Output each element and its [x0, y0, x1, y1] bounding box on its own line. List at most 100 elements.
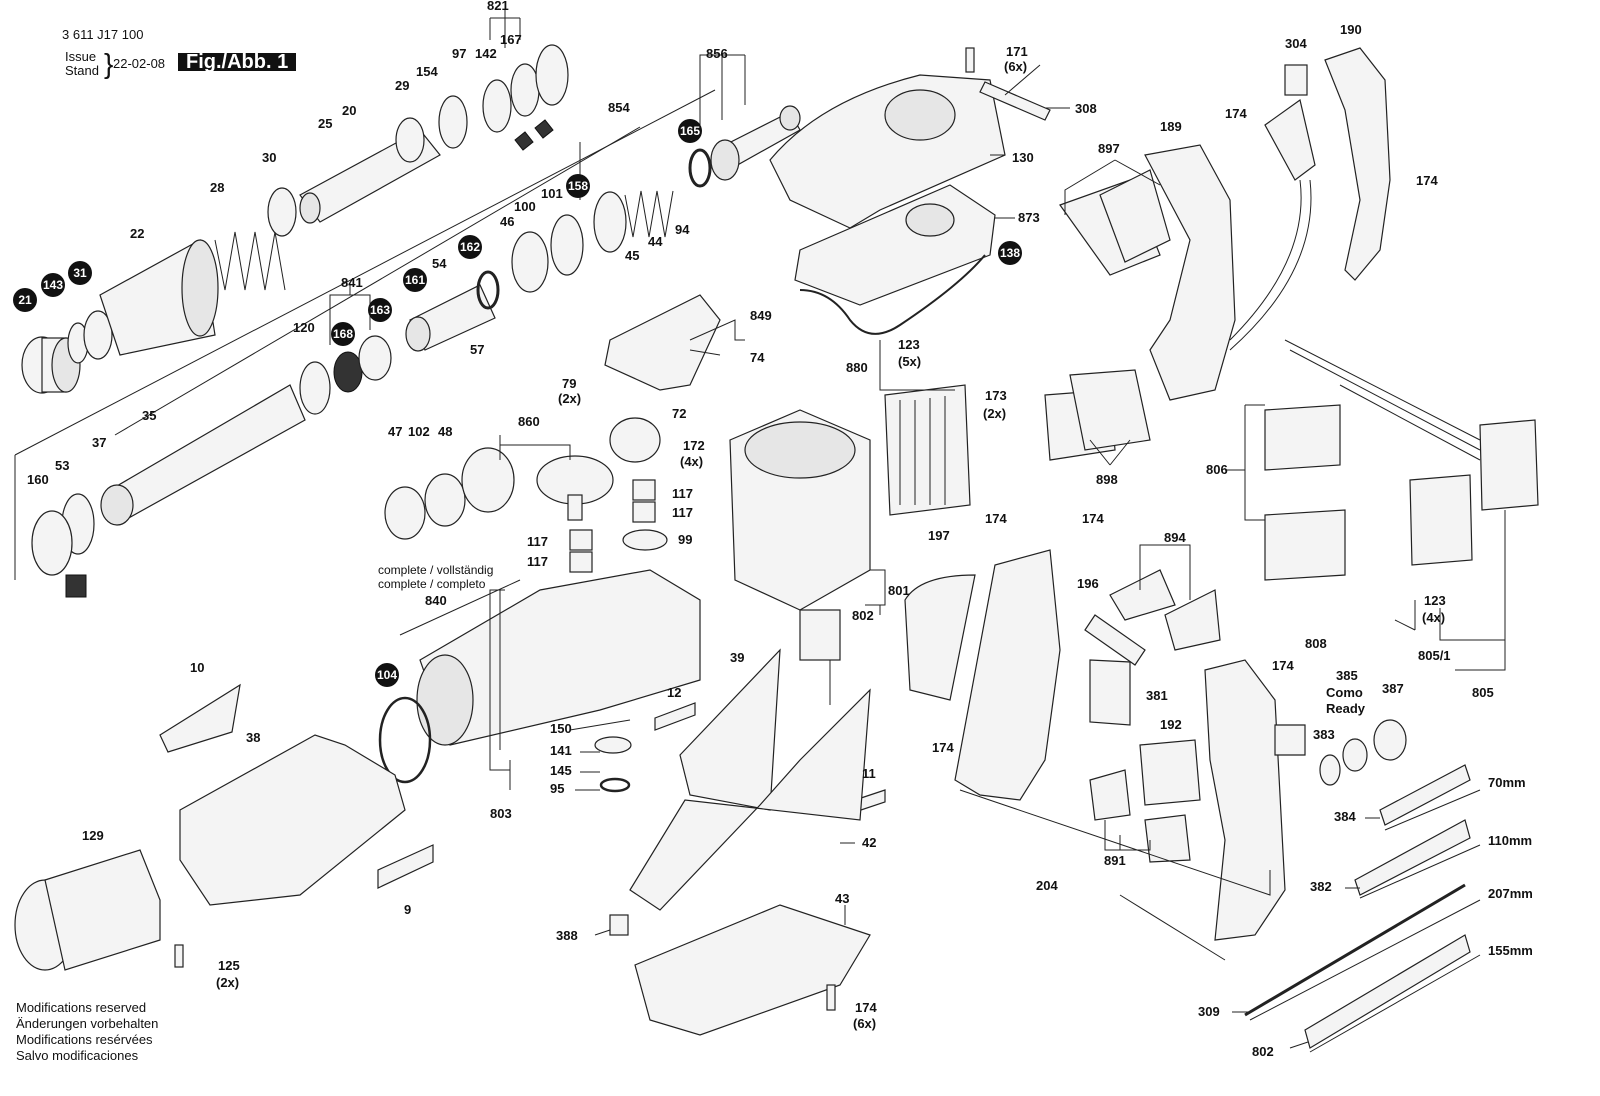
label-99[interactable]: 99	[678, 532, 692, 547]
label-20[interactable]: 20	[342, 103, 356, 118]
badge-165[interactable]: 165	[678, 119, 702, 143]
label-174a[interactable]: 174	[1225, 106, 1247, 121]
label-94[interactable]: 94	[675, 222, 690, 237]
label-840[interactable]: 840	[425, 593, 447, 608]
label-802a[interactable]: 802	[852, 608, 874, 623]
part-160-ring[interactable]	[31, 510, 87, 598]
label-891[interactable]: 891	[1104, 853, 1126, 868]
part-849-bracket[interactable]	[604, 294, 721, 391]
label-110mm[interactable]: 110mm	[1488, 833, 1532, 848]
part-100-guide[interactable]	[511, 231, 549, 293]
label-72[interactable]: 72	[672, 406, 686, 421]
part-125-screw[interactable]	[174, 944, 184, 968]
part-141-bearing-set[interactable]	[594, 736, 632, 793]
part-101-ring[interactable]	[550, 214, 584, 276]
label-384[interactable]: 384	[1334, 809, 1356, 824]
part-42-shroud[interactable]	[629, 688, 871, 911]
part-22-front-housing[interactable]	[99, 239, 219, 356]
part-856-striker[interactable]	[710, 105, 801, 181]
part-821-cap[interactable]	[514, 44, 569, 151]
badge-21[interactable]: 21	[13, 288, 37, 312]
label-10[interactable]: 10	[190, 660, 204, 675]
label-45[interactable]: 45	[625, 248, 639, 263]
part-174-screw-bottom[interactable]	[826, 984, 836, 1011]
label-35[interactable]: 35	[142, 408, 156, 423]
label-102[interactable]: 102	[408, 424, 430, 439]
label-174f[interactable]: 174	[1272, 658, 1294, 673]
part-9-label[interactable]	[377, 844, 434, 889]
part-806-housings[interactable]	[1264, 404, 1346, 581]
label-207mm[interactable]: 207mm	[1488, 886, 1533, 901]
label-123b[interactable]: 123	[1424, 593, 1446, 608]
part-383-385-387-parts[interactable]	[1319, 719, 1407, 786]
part-841-bearing[interactable]	[333, 335, 392, 393]
label-53[interactable]: 53	[55, 458, 69, 473]
label-803[interactable]: 803	[490, 806, 512, 821]
label-309[interactable]: 309	[1198, 1004, 1220, 1019]
label-74[interactable]: 74	[750, 350, 765, 365]
label-48[interactable]: 48	[438, 424, 452, 439]
part-808-label[interactable]	[1274, 724, 1306, 756]
part-381-display[interactable]	[1089, 659, 1131, 726]
badge-143[interactable]: 143	[41, 273, 65, 297]
label-46[interactable]: 46	[500, 214, 514, 229]
label-54[interactable]: 54	[432, 256, 447, 271]
label-125[interactable]: 125	[218, 958, 240, 973]
part-43-base-cover[interactable]	[634, 904, 871, 1036]
part-120-ring[interactable]	[299, 361, 331, 415]
part-142-ring[interactable]	[482, 79, 512, 133]
label-79[interactable]: 79	[562, 376, 576, 391]
label-174d[interactable]: 174	[1082, 511, 1104, 526]
label-11[interactable]: 11	[862, 766, 876, 781]
label-95[interactable]: 95	[550, 781, 564, 796]
label-100[interactable]: 100	[514, 199, 536, 214]
label-174e[interactable]: 174	[932, 740, 954, 755]
label-189[interactable]: 189	[1160, 119, 1182, 134]
label-304[interactable]: 304	[1285, 36, 1307, 51]
part-21-end-cap[interactable]	[21, 336, 81, 394]
label-117d[interactable]: 117	[527, 554, 548, 569]
label-854[interactable]: 854	[608, 100, 630, 115]
label-801[interactable]: 801	[888, 583, 910, 598]
label-860[interactable]: 860	[518, 414, 540, 429]
label-97[interactable]: 97	[452, 46, 466, 61]
label-29[interactable]: 29	[395, 78, 409, 93]
part-880-electronics[interactable]	[884, 384, 971, 516]
label-387[interactable]: 387	[1382, 681, 1404, 696]
part-130-top-cover[interactable]	[769, 74, 1006, 229]
label-12[interactable]: 12	[667, 685, 681, 700]
label-382[interactable]: 382	[1310, 879, 1332, 894]
label-28[interactable]: 28	[210, 180, 224, 195]
label-57[interactable]: 57	[470, 342, 484, 357]
label-805[interactable]: 805	[1472, 685, 1494, 700]
label-385[interactable]: 385	[1336, 668, 1358, 683]
label-873[interactable]: 873	[1018, 210, 1040, 225]
part-38-lower-cover[interactable]	[179, 734, 406, 906]
label-849[interactable]: 849	[750, 308, 772, 323]
label-123[interactable]: 123	[898, 337, 920, 352]
label-897[interactable]: 897	[1098, 141, 1120, 156]
part-12-label[interactable]	[654, 702, 696, 731]
label-117b[interactable]: 117	[672, 505, 693, 520]
part-31-ring[interactable]	[83, 310, 113, 360]
label-30[interactable]: 30	[262, 150, 276, 165]
part-860-gear[interactable]	[536, 455, 614, 521]
part-897-dampers[interactable]	[1059, 169, 1171, 276]
label-117c[interactable]: 117	[527, 534, 548, 549]
label-25[interactable]: 25	[318, 116, 332, 131]
cable-ties[interactable]	[1244, 764, 1471, 1049]
badge-162[interactable]: 162	[458, 235, 482, 259]
label-808[interactable]: 808	[1305, 636, 1327, 651]
part-304-switch[interactable]	[1229, 64, 1316, 351]
label-38[interactable]: 38	[246, 730, 260, 745]
part-802-cable[interactable]	[799, 609, 841, 705]
part-45-sleeve[interactable]	[593, 191, 627, 253]
part-72-gear[interactable]	[609, 417, 661, 463]
label-44[interactable]: 44	[648, 234, 663, 249]
label-120[interactable]: 120	[293, 320, 315, 335]
part-54-piston[interactable]	[405, 284, 496, 352]
part-28-spring[interactable]	[214, 231, 286, 291]
label-880[interactable]: 880	[846, 360, 868, 375]
label-821[interactable]: 821	[487, 0, 509, 13]
label-9[interactable]: 9	[404, 902, 411, 917]
